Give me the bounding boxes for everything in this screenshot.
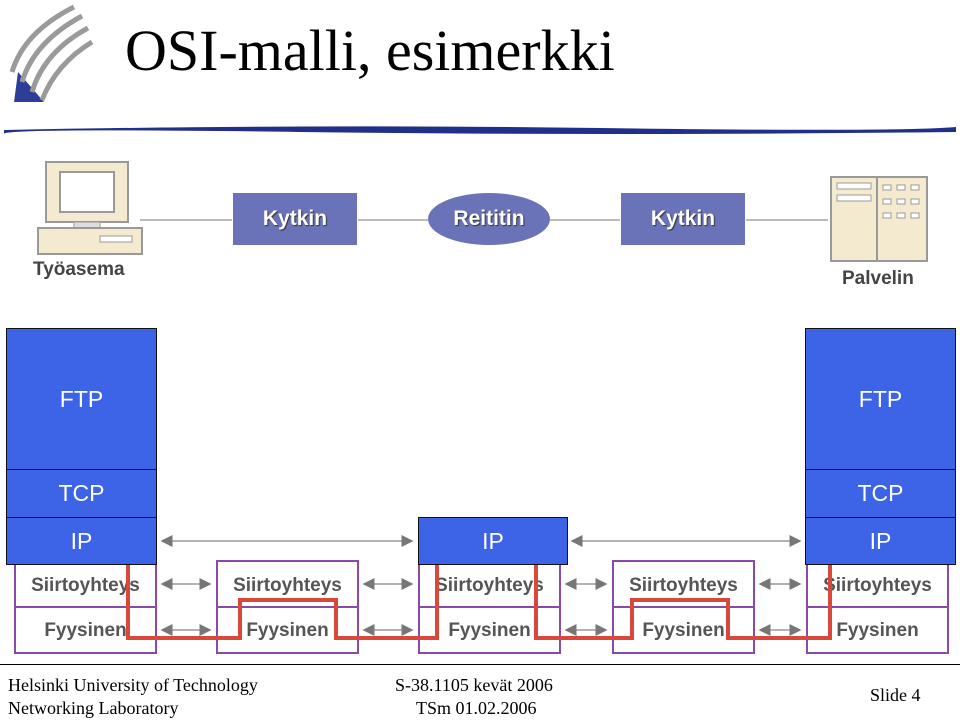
right-tcp-layer: TCP: [805, 469, 956, 518]
left-ip-layer: IP: [6, 517, 157, 565]
right-datalink-layer: Siirtoyhteys: [808, 566, 947, 608]
left-physical-layer: Fyysinen: [44, 620, 127, 641]
switch1-physical-layer: Fyysinen: [246, 620, 329, 641]
switch-node-1: Kytkin: [233, 193, 357, 245]
server-icon: [830, 176, 928, 262]
university-logo-icon: [9, 4, 94, 102]
switch-node-2: Kytkin: [621, 193, 745, 245]
router-node: Reititin: [428, 193, 550, 245]
footer-author-date: TSm 01.02.2006: [416, 698, 537, 718]
switch1-datalink-layer: Siirtoyhteys: [218, 566, 357, 608]
server-label: Palvelin: [842, 268, 914, 289]
left-ftp-layer: FTP: [6, 328, 157, 470]
switch2-datalink-layer: Siirtoyhteys: [614, 566, 753, 608]
router-physical-layer: Fyysinen: [448, 620, 531, 641]
right-ftp-layer: FTP: [805, 328, 956, 470]
footer-university: Helsinki University of Technology: [8, 675, 258, 695]
right-ip-layer: IP: [805, 517, 956, 565]
title-divider: [3, 126, 956, 134]
router-ip-layer: IP: [418, 517, 568, 565]
left-tcp-layer: TCP: [6, 469, 157, 518]
switch2-physical-layer: Fyysinen: [642, 620, 725, 641]
right-physical-layer: Fyysinen: [836, 620, 919, 641]
router-datalink-layer: Siirtoyhteys: [420, 566, 559, 608]
page-title: OSI-malli, esimerkki: [125, 18, 615, 83]
left-datalink-layer: Siirtoyhteys: [16, 566, 155, 608]
footer-course: S-38.1105 kevät 2006: [395, 675, 553, 695]
footer-lab: Networking Laboratory: [8, 698, 179, 718]
workstation-label: Työasema: [33, 259, 125, 280]
topology-connections: [140, 219, 828, 221]
workstation-icon: [37, 161, 143, 255]
slide-footer: Helsinki University of Technology Networ…: [0, 664, 960, 722]
slide-number: Slide 4: [870, 685, 921, 705]
